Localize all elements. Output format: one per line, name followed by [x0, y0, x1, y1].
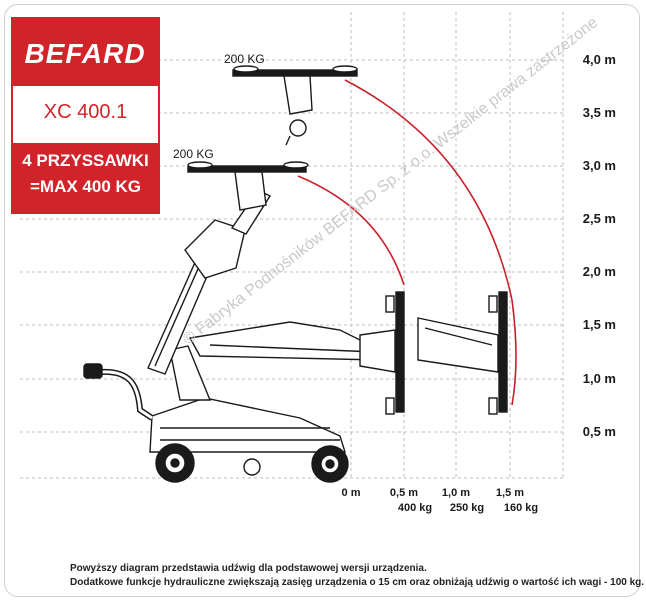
- x-tick-label: 1,0 m: [441, 487, 471, 499]
- lifter-machine: [83, 65, 508, 483]
- x-tick-label: 1,5 m: [495, 487, 525, 499]
- befard-logo: BEFARD: [24, 38, 145, 69]
- y-tick-label: 2,0 m: [582, 264, 616, 279]
- x-tick-label: 0 m: [341, 487, 361, 499]
- load-label: 400 kg: [397, 502, 433, 514]
- reach-arcs: [297, 79, 517, 406]
- y-tick-label: 2,5 m: [582, 211, 616, 226]
- footnote-2: Dodatkowe funkcje hydrauliczne zwiększaj…: [70, 577, 645, 588]
- load-label: 250 kg: [449, 502, 485, 514]
- y-tick-label: 0,5 m: [582, 424, 616, 439]
- load-label: 160 kg: [503, 502, 539, 514]
- y-tick-label: 3,5 m: [582, 105, 616, 120]
- capacity-line-2: =MAX 400 KG: [29, 177, 141, 196]
- y-tick-label: 4,0 m: [582, 52, 616, 67]
- model-name: XC 400.1: [43, 101, 128, 123]
- capacity-line-1: 4 PRZYSSAWKI: [22, 151, 149, 170]
- logo-text: BEFARD: [24, 38, 145, 69]
- load-200kg-mid: 200 KG: [173, 147, 214, 161]
- x-tick-label: 0,5 m: [389, 487, 419, 499]
- brand-logo-band: BEFARD: [13, 19, 158, 86]
- y-tick-label: 3,0 m: [582, 158, 616, 173]
- y-tick-label: 1,0 m: [582, 371, 616, 386]
- footnote-1: Powyższy diagram przedstawia udźwig dla …: [70, 563, 427, 574]
- capacity-band: 4 PRZYSSAWKI =MAX 400 KG: [13, 143, 158, 212]
- y-tick-label: 1,5 m: [582, 317, 616, 332]
- load-200kg-top: 200 KG: [224, 52, 265, 66]
- brand-panel: BEFARD XC 400.1 4 PRZYSSAWKI =MAX 400 KG: [11, 17, 160, 214]
- grid-horizontal: [20, 59, 563, 479]
- diagram-frame: [4, 4, 640, 597]
